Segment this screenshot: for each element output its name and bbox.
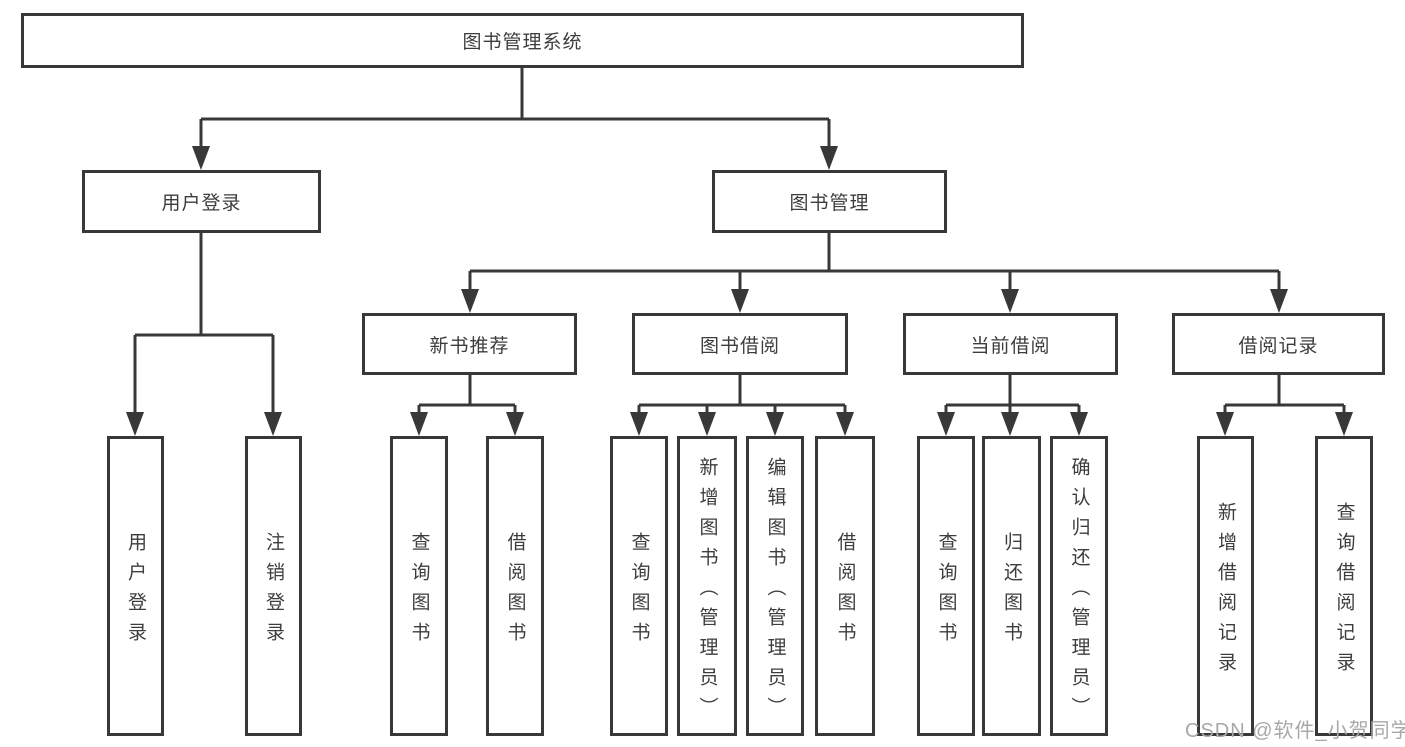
leaf-label: 借阅图书 <box>504 531 526 652</box>
node-current-borrowing: 当前借阅 <box>903 313 1118 375</box>
edge-user-login-to-leaves <box>133 233 275 416</box>
leaf-confirm-return-admin: 确认归还（管理员） <box>1050 436 1108 736</box>
edge-borrowing-records-to-leaves <box>1223 375 1346 416</box>
leaf-add-borrow-record: 新增借阅记录 <box>1197 436 1254 736</box>
node-new-book-recommend: 新书推荐 <box>362 313 577 375</box>
leaf-label: 查询借阅记录 <box>1333 501 1355 682</box>
leaf-label: 编辑图书（管理员） <box>764 456 786 727</box>
leaf-logout: 注销登录 <box>245 436 302 736</box>
leaf-borrow-books-recommend: 借阅图书 <box>486 436 544 736</box>
leaf-query-books-borrowing: 查询图书 <box>610 436 668 736</box>
edge-book-management-to-level3 <box>468 233 1281 293</box>
node-label: 借阅记录 <box>1238 335 1319 357</box>
leaf-query-borrow-record: 查询借阅记录 <box>1315 436 1373 736</box>
node-book-management: 图书管理 <box>712 170 947 233</box>
leaf-edit-book-admin: 编辑图书（管理员） <box>746 436 804 736</box>
csdn-watermark: CSDN @软件_小贺同学 <box>1185 720 1405 742</box>
leaf-label: 新增借阅记录 <box>1215 501 1236 682</box>
node-label: 用户登录 <box>161 193 242 214</box>
leaf-label: 查询图书 <box>408 531 430 652</box>
leaf-borrow-books-borrowing: 借阅图书 <box>815 436 875 736</box>
leaf-label: 新增图书（管理员） <box>696 456 718 727</box>
node-label: 图书管理系统 <box>462 32 583 53</box>
arrowheads <box>126 146 1353 436</box>
node-borrowing-records: 借阅记录 <box>1172 313 1385 375</box>
leaf-label: 查询图书 <box>935 531 957 652</box>
leaf-add-book-admin: 新增图书（管理员） <box>677 436 737 736</box>
edge-new-book-recommend-to-leaves <box>417 375 517 416</box>
node-user-login: 用户登录 <box>82 170 321 233</box>
leaf-label: 用户登录 <box>125 531 146 652</box>
edge-root-to-level2 <box>199 68 831 150</box>
node-label: 图书借阅 <box>699 335 780 357</box>
leaf-user-login: 用户登录 <box>107 436 164 736</box>
node-label: 图书管理 <box>789 193 870 214</box>
leaf-label: 归还图书 <box>1001 531 1022 652</box>
leaf-label: 借阅图书 <box>834 531 856 652</box>
leaf-label: 注销登录 <box>263 531 284 652</box>
edge-current-borrowing-to-leaves <box>944 375 1081 416</box>
leaf-label: 查询图书 <box>628 531 650 652</box>
edge-book-borrowing-to-leaves <box>637 375 847 416</box>
node-book-management-system: 图书管理系统 <box>21 13 1024 68</box>
leaf-label: 确认归还（管理员） <box>1068 456 1090 727</box>
node-label: 当前借阅 <box>970 335 1051 357</box>
node-label: 新书推荐 <box>429 335 510 357</box>
leaf-query-books-recommend: 查询图书 <box>390 436 448 736</box>
node-book-borrowing: 图书借阅 <box>632 313 848 375</box>
leaf-query-books-current: 查询图书 <box>917 436 975 736</box>
leaf-return-book: 归还图书 <box>982 436 1041 736</box>
